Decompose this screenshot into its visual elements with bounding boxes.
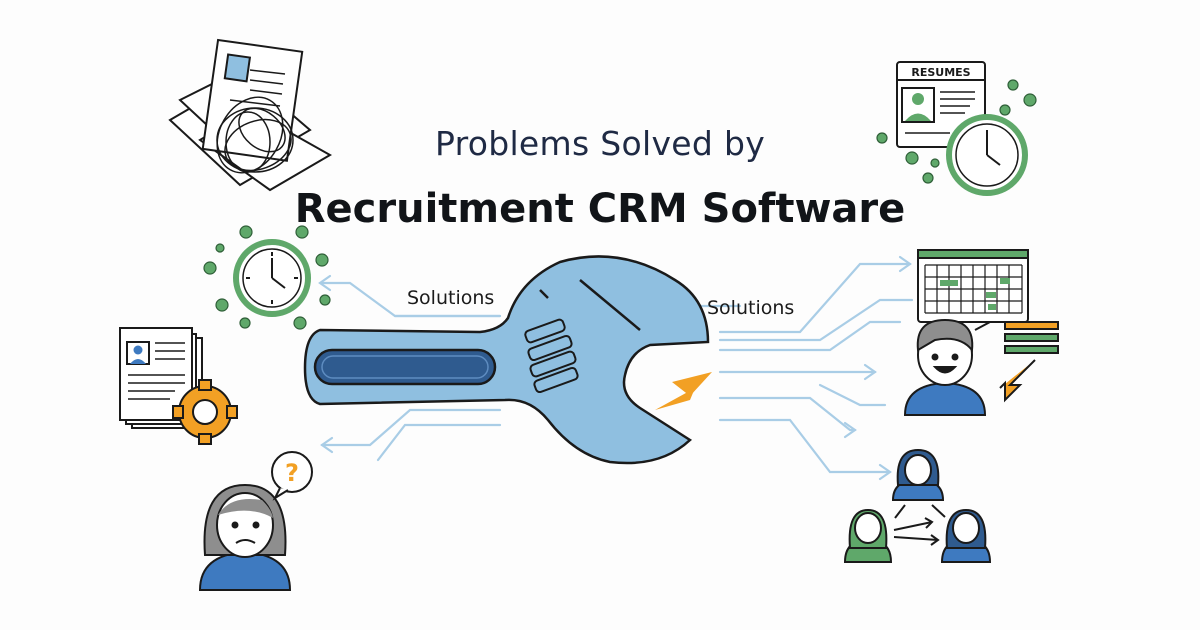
- title-line-2: Recruitment CRM Software: [294, 186, 906, 232]
- calendar-person-icon: [903, 249, 1059, 416]
- resumes-label: RESUMES: [911, 66, 970, 79]
- clock-left-icon: [203, 225, 331, 330]
- title-line-1: Problems Solved by: [434, 124, 766, 163]
- question-mark-icon: ?: [285, 459, 299, 487]
- resumes-clock-icon: [876, 61, 1037, 196]
- confused-person-icon: [198, 451, 313, 591]
- left-solutions-label: Solutions: [407, 287, 495, 309]
- right-arrows: [698, 255, 914, 481]
- team-network-icon: [843, 448, 992, 563]
- spark-icon: [655, 372, 712, 410]
- left-arrows: [318, 274, 502, 462]
- documents-gear-icon: [119, 327, 238, 445]
- right-solutions-label: Solutions: [707, 297, 795, 319]
- wrench-icon: [303, 255, 710, 465]
- tangled-papers-icon: [168, 38, 333, 192]
